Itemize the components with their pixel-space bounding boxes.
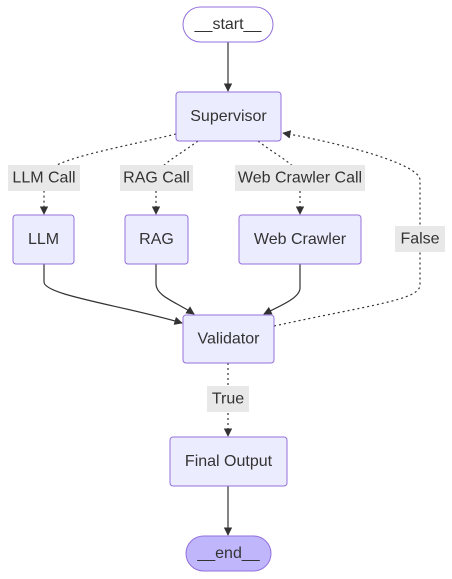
edge-rag-validator bbox=[155, 264, 195, 315]
label-rag-call: RAG Call bbox=[120, 165, 193, 191]
node-llm-label: LLM bbox=[28, 231, 59, 248]
nodes: __start__ Supervisor LLM RAG Web Crawler… bbox=[12, 6, 362, 572]
edge-supervisor-llm bbox=[39, 133, 177, 215]
label-false: False bbox=[395, 226, 445, 252]
node-rag-label: RAG bbox=[139, 231, 174, 248]
node-web-crawler-label: Web Crawler bbox=[254, 231, 347, 248]
node-final-output-label: Final Output bbox=[185, 453, 273, 470]
node-validator[interactable]: Validator bbox=[182, 314, 275, 364]
label-llm-call-text: LLM Call bbox=[12, 170, 75, 187]
node-supervisor[interactable]: Supervisor bbox=[175, 91, 282, 142]
node-web-crawler[interactable]: Web Crawler bbox=[238, 214, 362, 265]
label-web-crawler-call: Web Crawler Call bbox=[235, 165, 365, 191]
label-llm-call: LLM Call bbox=[8, 165, 80, 191]
edge-llm-validator bbox=[43, 264, 183, 325]
label-false-text: False bbox=[400, 231, 439, 248]
node-final-output[interactable]: Final Output bbox=[169, 436, 288, 487]
node-llm[interactable]: LLM bbox=[12, 214, 75, 265]
node-start[interactable]: __start__ bbox=[182, 6, 274, 43]
edge-labels: LLM Call RAG Call Web Crawler Call False… bbox=[8, 165, 445, 412]
label-rag-call-text: RAG Call bbox=[123, 170, 190, 187]
node-supervisor-label: Supervisor bbox=[190, 108, 267, 125]
edge-webcrawler-validator bbox=[263, 264, 301, 315]
node-start-label: __start__ bbox=[194, 16, 263, 33]
node-rag[interactable]: RAG bbox=[124, 214, 189, 265]
node-end-label: __end__ bbox=[196, 545, 260, 562]
node-validator-label: Validator bbox=[198, 331, 261, 348]
label-true: True bbox=[207, 386, 249, 412]
label-web-crawler-call-text: Web Crawler Call bbox=[238, 170, 362, 187]
node-end[interactable]: __end__ bbox=[185, 535, 272, 572]
label-true-text: True bbox=[212, 391, 244, 408]
